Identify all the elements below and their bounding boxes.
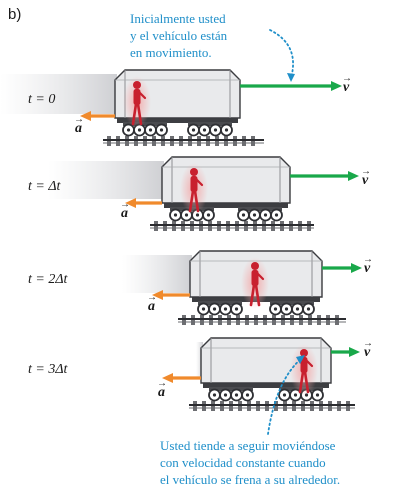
time-label-3: t = 3Δt <box>28 362 68 377</box>
acceleration-arrow <box>125 198 162 208</box>
callout-pointer-top-head <box>287 73 295 82</box>
velocity-label-1: v <box>361 165 371 188</box>
rail-track <box>178 315 346 325</box>
callout-pointer-bottom-head <box>296 355 305 364</box>
velocity-arrow <box>322 263 362 273</box>
time-label-2: t = 2Δt <box>28 272 68 287</box>
velocity-arrow <box>331 347 360 357</box>
frame-2 <box>122 250 362 325</box>
note-bottom-line-1: Usted tiende a seguir moviéndose <box>160 438 336 453</box>
callout-pointer-top <box>269 29 294 79</box>
acceleration-label-1: a <box>120 198 130 221</box>
person-figure <box>123 76 151 128</box>
chassis <box>117 118 238 123</box>
wheel-truck <box>122 122 168 137</box>
motion-trail <box>122 255 192 293</box>
wheel-truck <box>208 387 254 402</box>
rail-track <box>150 221 314 231</box>
note-bottom-line-2: con velocidad constante cuando <box>160 455 326 470</box>
person-figure <box>290 344 318 396</box>
acceleration-label-2: a <box>147 291 157 314</box>
chassis <box>164 203 288 208</box>
person-figure <box>180 163 208 215</box>
note-initial-line-1: Inicialmente usted <box>130 11 226 26</box>
motion-trail <box>196 342 203 379</box>
acceleration-label-3: a <box>157 377 167 400</box>
acceleration-arrow <box>152 290 190 300</box>
chassis <box>203 383 329 388</box>
acceleration-arrow <box>80 111 115 121</box>
note-initial-line-3: en movimiento. <box>130 45 212 60</box>
acceleration-label-0: a <box>74 113 84 136</box>
motion-trail <box>0 74 117 114</box>
rail-track <box>189 401 355 411</box>
velocity-label-3: v <box>363 337 373 360</box>
velocity-arrow <box>290 171 359 181</box>
motion-trail <box>48 161 164 199</box>
velocity-label-2: v <box>363 253 373 276</box>
callout-pointer-bottom <box>267 357 303 435</box>
frame-0 <box>0 69 342 146</box>
velocity-arrow <box>240 81 342 91</box>
note-constant-velocity: Usted tiende a seguir moviéndose con vel… <box>160 437 340 488</box>
acceleration-arrow <box>162 373 201 383</box>
wheel-truck <box>237 207 283 222</box>
note-initial-motion: Inicialmente usted y el vehículo están e… <box>130 10 227 61</box>
wheel-truck <box>187 122 233 137</box>
frame-1 <box>48 156 359 231</box>
wheel-truck <box>197 301 243 316</box>
velocity-label-0: v <box>342 72 352 95</box>
rail-track <box>103 136 264 146</box>
part-label: b) <box>8 6 22 23</box>
note-bottom-line-3: el vehículo se frena a su alrededor. <box>160 472 341 487</box>
note-initial-line-2: y el vehículo están <box>130 28 228 43</box>
time-label-1: t = Δt <box>28 179 61 194</box>
frame-3 <box>162 337 360 411</box>
wheel-truck <box>269 301 315 316</box>
time-label-0: t = 0 <box>28 92 56 107</box>
person-figure <box>241 257 269 309</box>
